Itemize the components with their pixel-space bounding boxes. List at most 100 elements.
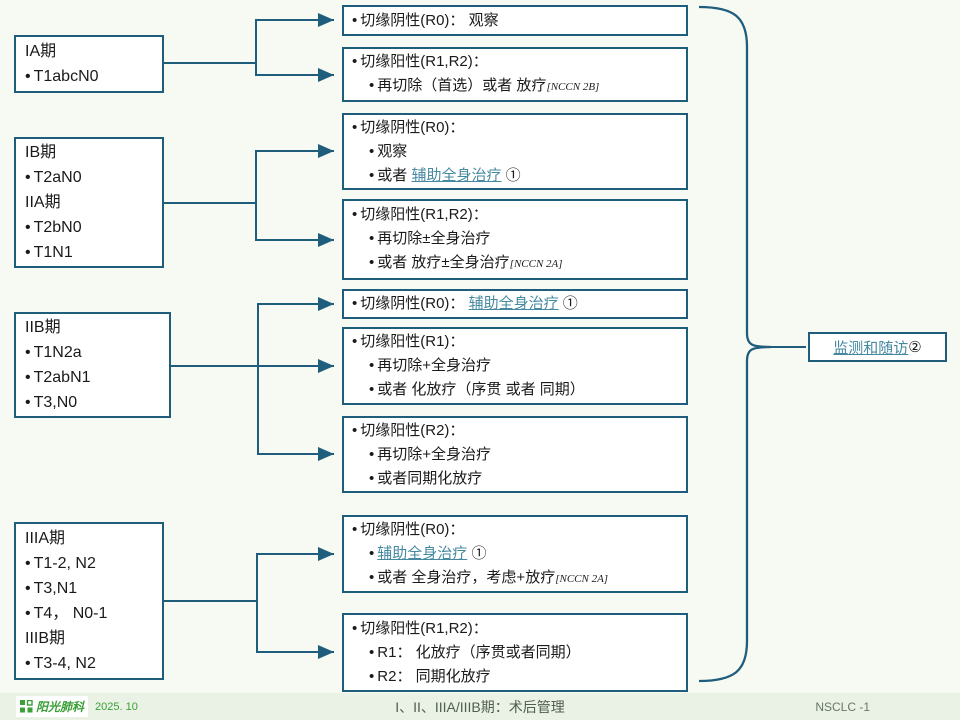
text-segment: 切缘阴性(R0)：	[360, 520, 465, 538]
text-segment: IA期	[25, 43, 57, 60]
text-line: 切缘阴性(R0)：	[352, 116, 678, 140]
text-line: 切缘阴性(R0)： 辅助全身治疗 ①	[352, 292, 678, 316]
text-line: 或者 辅助全身治疗 ①	[352, 164, 678, 188]
logo-chip: 阳光肺科	[16, 696, 89, 717]
text-segment: ①	[467, 544, 487, 562]
text-line: T1-2, N2	[25, 551, 153, 576]
text-segment: 再切除±全身治疗	[377, 230, 491, 247]
text-segment: IB期	[25, 144, 57, 161]
text-segment: 切缘阳性(R2)：	[360, 421, 465, 439]
nccn-evidence-ref: [NCCN 2B]	[546, 81, 600, 93]
stage-box-ia: IA期 T1abcN0	[14, 35, 164, 93]
text-line: T2aN0	[25, 165, 153, 190]
text-line: T1N2a	[25, 340, 160, 365]
text-line: 或者 化放疗（序贯 或者 同期）	[352, 378, 678, 402]
text-line: 切缘阴性(R0)： 观察	[352, 9, 678, 33]
footer-page-number: NSCLC -1	[815, 699, 870, 714]
text-segment: 再切除（首选）或者 放疗	[377, 77, 547, 94]
text-segment: 切缘阴性(R0)：	[360, 118, 465, 136]
text-line: IB期	[25, 140, 153, 165]
outcome-box-iib-r0: 切缘阴性(R0)： 辅助全身治疗 ①	[342, 289, 688, 319]
surveillance-box: 监测和随访 ②	[808, 332, 947, 362]
text-line: 再切除+全身治疗	[352, 354, 678, 378]
text-segment: IIA期	[25, 194, 61, 211]
text-segment: R1： 化放疗（序贯或者同期）	[377, 643, 581, 661]
outcome-box-iiia-iiib-r1r2: 切缘阳性(R1,R2)： R1： 化放疗（序贯或者同期） R2： 同期化放疗	[342, 613, 688, 692]
surveillance-link[interactable]: 监测和随访	[833, 339, 909, 357]
text-segment: 或者 化放疗（序贯 或者 同期）	[377, 381, 585, 398]
text-segment: T3-4, N2	[33, 655, 96, 672]
wire-iib-trunk	[171, 303, 259, 455]
text-line: R1： 化放疗（序贯或者同期）	[352, 641, 678, 665]
outcome-box-iiia-iiib-r0: 切缘阴性(R0)：辅助全身治疗 ①或者 全身治疗，考虑+放疗[NCCN 2A]	[342, 515, 688, 593]
text-line: 切缘阳性(R1,R2)：	[352, 617, 678, 641]
text-segment: 观察	[377, 142, 408, 160]
text-segment: 切缘阳性(R1,R2)：	[360, 206, 488, 223]
text-line: 辅助全身治疗 ①	[352, 542, 678, 566]
text-segment: T1-2, N2	[33, 555, 96, 572]
text-line: 切缘阴性(R0)：	[352, 518, 678, 542]
nccn-evidence-ref: [NCCN 2A]	[555, 572, 609, 585]
footer-date: 2025. 10	[95, 700, 138, 713]
text-segment: 或者	[377, 166, 412, 184]
stage-box-iib: IIB期 T1N2aT2abN1T3,N0	[14, 312, 171, 418]
text-segment: 切缘阳性(R1,R2)：	[360, 619, 488, 637]
treatment-link[interactable]: 辅助全身治疗	[468, 295, 559, 312]
text-line: T1N1	[25, 240, 153, 265]
text-line: 切缘阳性(R1)：	[352, 330, 678, 354]
wire-ib-trunk	[164, 150, 257, 241]
outcome-box-iib-r2: 切缘阳性(R2)： 再切除+全身治疗或者同期化放疗	[342, 416, 688, 493]
footer-slide-title: I、II、IIIA/IIIB期：术后管理	[395, 698, 565, 715]
text-segment: T2aN0	[33, 169, 82, 186]
nccn-evidence-ref: [NCCN 2A]	[509, 258, 563, 270]
text-segment: T1N1	[33, 244, 73, 261]
wire-iiia-trunk	[164, 553, 258, 653]
text-line: T2abN1	[25, 365, 160, 390]
text-line: T2bN0	[25, 215, 153, 240]
text-segment: IIIB期	[25, 630, 66, 647]
text-segment: 切缘阴性(R0)： 观察	[360, 11, 499, 29]
outcome-box-ib-iia-r0: 切缘阴性(R0)： 观察或者 辅助全身治疗 ①	[342, 113, 688, 190]
text-line: 切缘阳性(R2)：	[352, 419, 678, 443]
treatment-link[interactable]: 辅助全身治疗	[411, 166, 502, 184]
text-segment: R2： 同期化放疗	[377, 667, 491, 685]
text-segment: T4， N0-1	[33, 605, 108, 622]
text-line: 再切除±全身治疗	[352, 227, 678, 251]
text-segment: T3,N1	[33, 580, 78, 597]
text-segment: T1N2a	[33, 344, 82, 361]
text-segment: 再切除+全身治疗	[377, 445, 492, 463]
surveillance-suffix: ②	[908, 339, 922, 356]
text-segment: 或者同期化放疗	[377, 469, 483, 487]
logo-text: 阳光肺科	[36, 700, 85, 714]
text-line: IIIB期	[25, 626, 153, 651]
text-line: T3,N0	[25, 390, 160, 415]
text-segment: IIIA期	[25, 530, 66, 547]
text-line: 或者 放疗±全身治疗[NCCN 2A]	[352, 251, 678, 276]
treatment-link[interactable]: 辅助全身治疗	[377, 544, 468, 562]
text-line: T1abcN0	[25, 64, 153, 89]
outcome-box-iib-r1: 切缘阳性(R1)：再切除+全身治疗或者 化放疗（序贯 或者 同期）	[342, 327, 688, 405]
text-line: 观察	[352, 140, 678, 164]
text-segment: T1abcN0	[33, 68, 99, 85]
text-segment: 切缘阳性(R1,R2)：	[360, 53, 488, 70]
brace-shape	[698, 5, 772, 683]
text-line: 或者同期化放疗	[352, 467, 678, 491]
text-line: IIB期	[25, 315, 160, 340]
text-line: IIA期	[25, 190, 153, 215]
text-line: T3,N1	[25, 576, 153, 601]
text-segment: T2abN1	[33, 369, 91, 386]
text-line: 切缘阳性(R1,R2)：	[352, 203, 678, 227]
outcome-box-ia-r0: 切缘阴性(R0)： 观察	[342, 5, 688, 36]
sunshine-lung-logo-icon	[20, 700, 33, 713]
footer-bar: 阳光肺科 2025. 10 I、II、IIIA/IIIB期：术后管理 NSCLC…	[0, 693, 960, 720]
outcome-box-ia-r1r2: 切缘阳性(R1,R2)： 再切除（首选）或者 放疗[NCCN 2B]	[342, 47, 688, 102]
text-line: 再切除+全身治疗	[352, 443, 678, 467]
text-line: T4， N0-1	[25, 601, 153, 626]
text-line: 或者 全身治疗，考虑+放疗[NCCN 2A]	[352, 566, 678, 591]
text-line: IIIA期	[25, 526, 153, 551]
text-segment: T2bN0	[33, 219, 82, 236]
text-segment: 或者 全身治疗，考虑+放疗	[377, 568, 556, 586]
